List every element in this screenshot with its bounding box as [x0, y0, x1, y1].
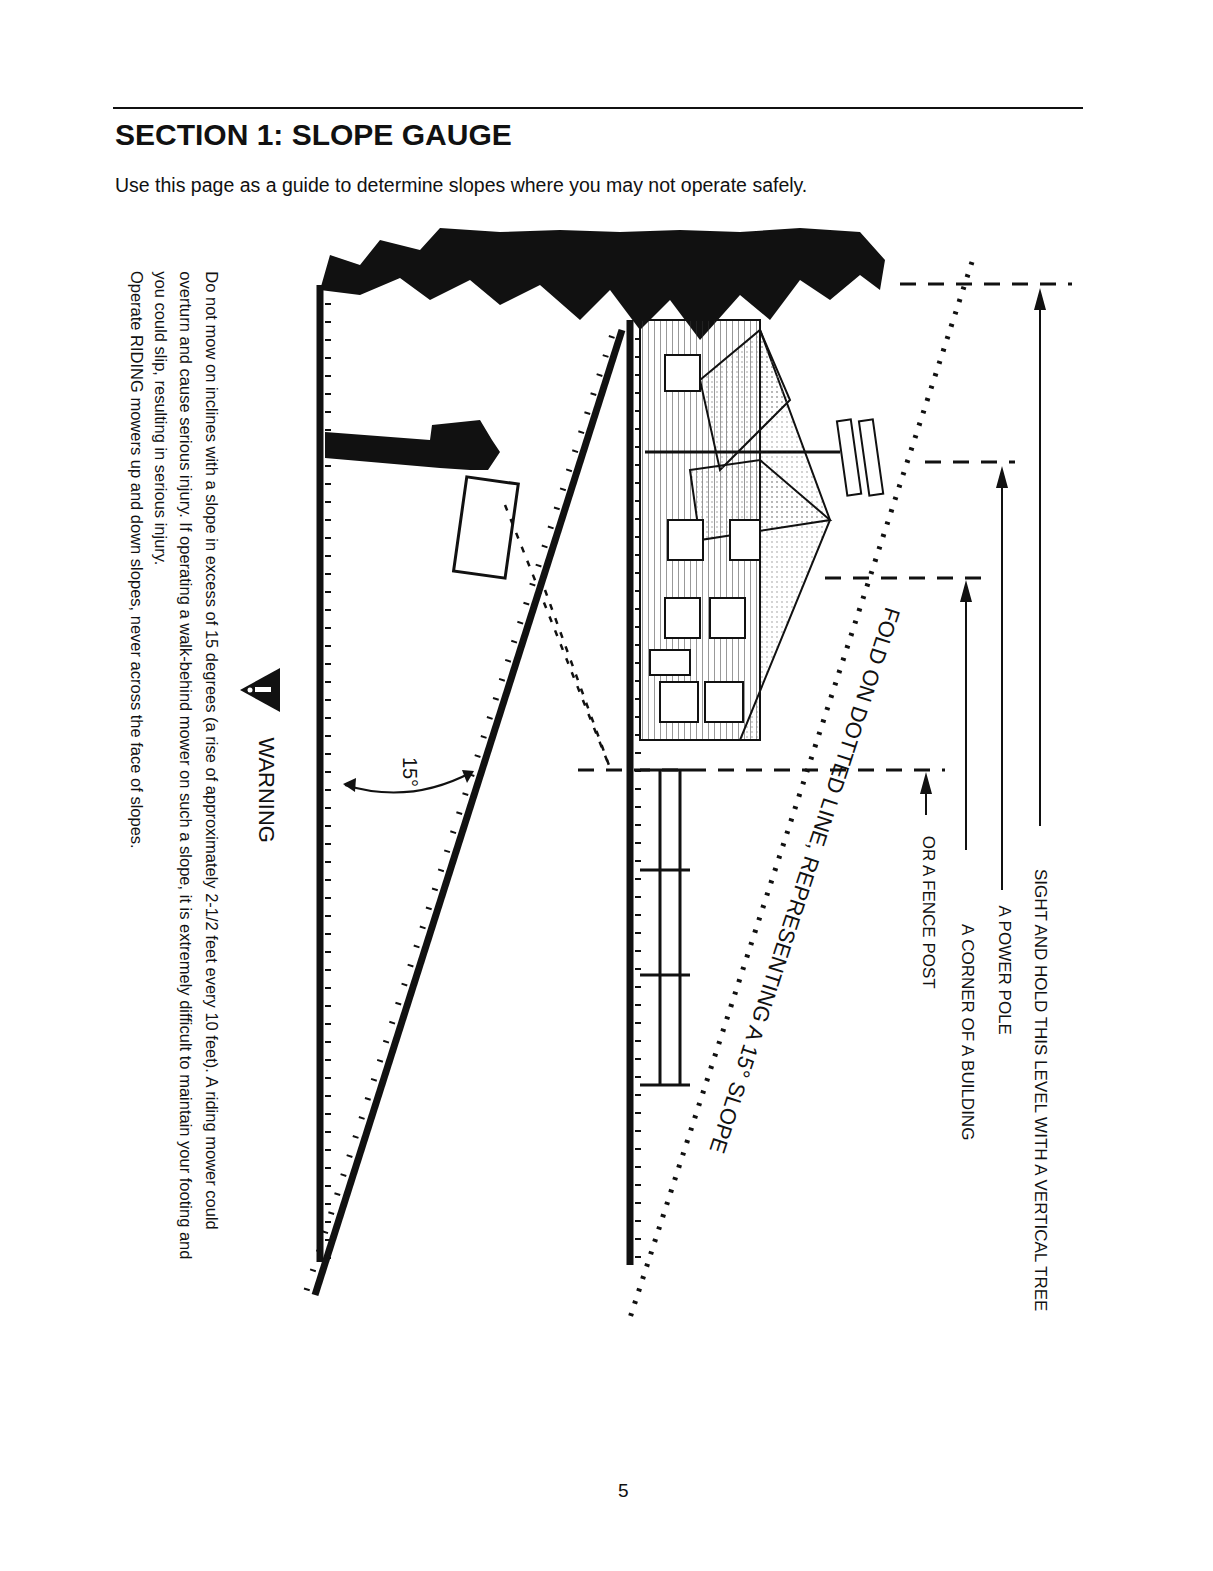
level-label: A POWER POLE — [994, 885, 1014, 1055]
level-label: OR A FENCE POST — [918, 812, 938, 1012]
warning-text: Operate RIDING mowers up and down slopes… — [126, 271, 146, 911]
subtitle: Use this page as a guide to determine sl… — [115, 174, 807, 197]
warning-text: Do not mow on inclines with a slope in e… — [148, 271, 225, 1281]
level-label: A CORNER OF A BUILDING — [957, 847, 977, 1217]
section-title: SECTION 1: SLOPE GAUGE — [115, 118, 512, 152]
angle-label: 15° — [398, 742, 422, 802]
warning-heading: WARNING — [253, 725, 279, 855]
level-label: SIGHT AND HOLD THIS LEVEL WITH A VERTICA… — [1030, 820, 1050, 1360]
page-number: 5 — [618, 1480, 629, 1502]
